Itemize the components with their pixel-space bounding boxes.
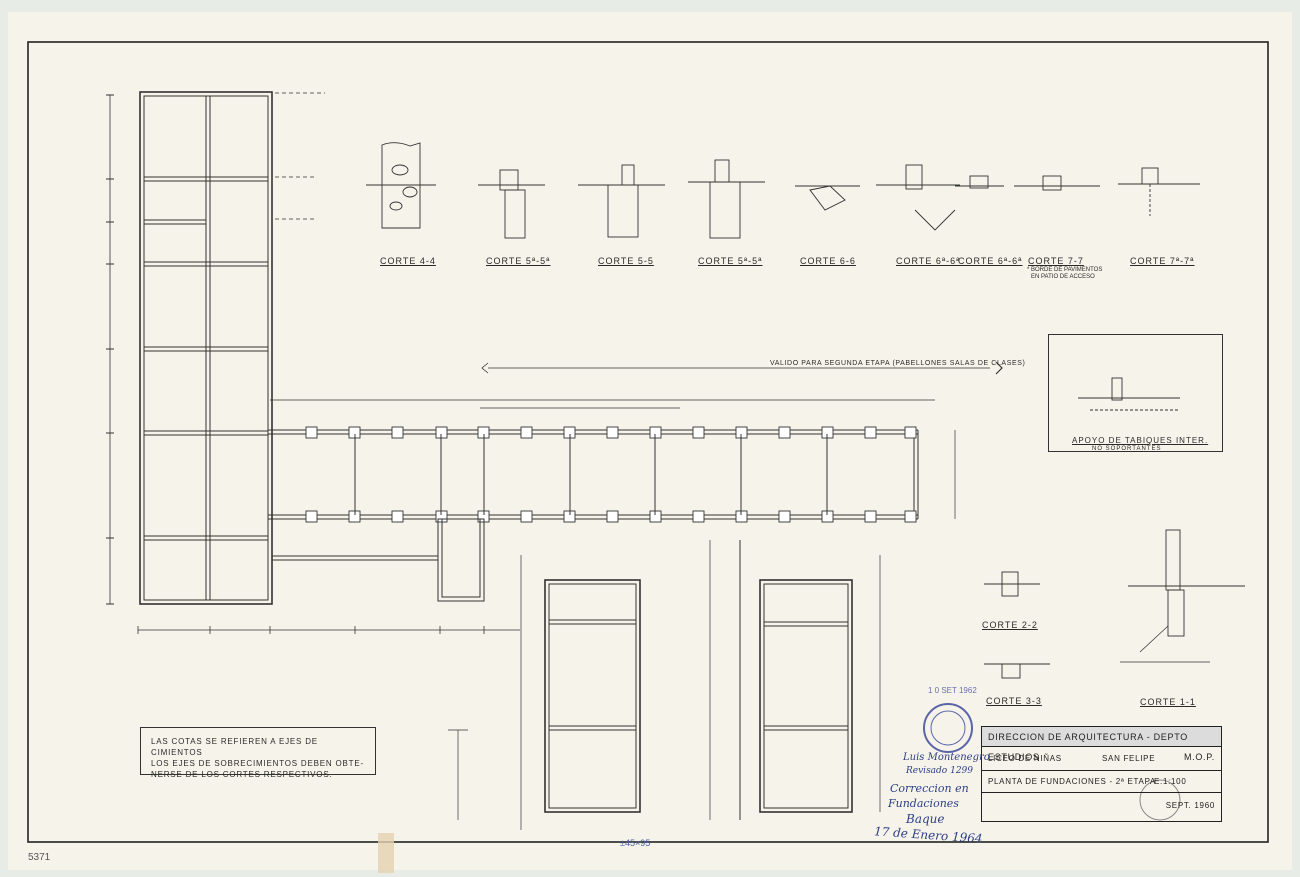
bottom-dimension-line: [137, 626, 520, 634]
corte-7a-label: CORTE 7ª-7ª: [1130, 256, 1195, 266]
title-block-plan: PLANTA DE FUNDACIONES - 2ª ETAPA: [988, 777, 1157, 786]
title-block-date: SEPT. 1960: [1165, 801, 1215, 810]
apoyo-detail-box: [1048, 334, 1223, 452]
handwritten-line-2: Revisado 1299: [906, 766, 973, 776]
title-block-school: LICEO DE NIÑAS: [988, 754, 1062, 763]
borde-note-2: EN PATIO DE ACCESO: [1031, 274, 1095, 280]
misc-lines: [448, 729, 468, 820]
lower-block-a: [520, 555, 641, 830]
validity-note: VALIDO PARA SEGUNDA ETAPA (PABELLONES SA…: [770, 360, 1026, 367]
title-block-ministry: M.O.P.: [1183, 752, 1215, 762]
corte-3-3-label: CORTE 3-3: [986, 696, 1042, 706]
section-details-top: [366, 142, 1200, 239]
corridor-columns: [354, 434, 828, 515]
title-block-scale: E.1:100: [1154, 777, 1187, 786]
note-line-2: LOS EJES DE SOBRECIMIENTOS DEBEN OBTE-: [151, 759, 364, 768]
handwritten-line-1: Luis Montenegro: [903, 752, 990, 763]
corte-1-1-label: CORTE 1-1: [1140, 697, 1196, 707]
corte-6a-label: CORTE 6ª-6ª: [896, 256, 961, 266]
handwritten-line-5: Baque: [906, 812, 945, 826]
title-block-seal: [1139, 779, 1181, 821]
apoyo-detail-drawing: [1078, 377, 1180, 411]
corte-4-4-label: CORTE 4-4: [380, 256, 436, 266]
note-line-1: LAS COTAS SE REFIEREN A EJES DE CIMIENTO…: [151, 737, 318, 757]
received-stamp-date: 1 0 SET 1962: [928, 686, 977, 695]
handwritten-line-4: Fundaciones: [888, 797, 959, 810]
size-note: ±45×95: [620, 838, 651, 848]
title-block-plan-row: PLANTA DE FUNDACIONES - 2ª ETAPA E.1:100: [982, 771, 1221, 793]
corte-6b-label: CORTE 6ª-6ª: [958, 256, 1023, 266]
corte-7-7-label: CORTE 7-7: [1028, 256, 1084, 266]
title-block-school-row: LICEO DE NIÑAS SAN FELIPE: [982, 747, 1221, 771]
title-block-city: SAN FELIPE: [1102, 754, 1156, 763]
corte-5a-label: CORTE 5ª-5ª: [486, 256, 551, 266]
connector-walls: [272, 518, 485, 602]
corte-6-6-label: CORTE 6-6: [800, 256, 856, 266]
sheet-border: [27, 41, 1269, 843]
apoyo-subtitle: NO SOPORTANTES: [1092, 446, 1162, 452]
pier-row-top: [305, 426, 917, 439]
apoyo-title: APOYO DE TABIQUES INTER.: [1072, 436, 1209, 445]
pier-row-bottom: [305, 510, 917, 523]
note-line-3: NERSE DE LOS CORTES RESPECTIVOS.: [151, 770, 333, 779]
handwritten-line-3: Correccion en: [890, 782, 969, 795]
left-building-plan: [106, 91, 325, 605]
borde-note-1: * BORDE DE PAVIMENTOS: [1027, 267, 1103, 273]
horizontal-wing-plan: [268, 361, 1003, 520]
corte-5b-label: CORTE 5ª-5ª: [698, 256, 763, 266]
dimension-note-box: LAS COTAS SE REFIEREN A EJES DE CIMIENTO…: [140, 727, 376, 779]
title-block-signature-row: SEPT. 1960: [982, 793, 1221, 822]
lower-block-b: [709, 540, 881, 820]
title-block: DIRECCION DE ARQUITECTURA - DEPTO ESTUDI…: [981, 726, 1222, 822]
sheet-number: 5371: [28, 852, 51, 863]
corte-5-5-label: CORTE 5-5: [598, 256, 654, 266]
title-block-office-row: DIRECCION DE ARQUITECTURA - DEPTO ESTUDI…: [982, 727, 1221, 762]
tape-mark: [378, 833, 394, 873]
title-block-office: DIRECCION DE ARQUITECTURA - DEPTO ESTUDI…: [988, 732, 1188, 762]
section-details-right: [984, 529, 1245, 679]
corte-2-2-label: CORTE 2-2: [982, 620, 1038, 630]
ministry-stamp-inner: [930, 710, 966, 746]
ministry-stamp: [923, 703, 973, 753]
